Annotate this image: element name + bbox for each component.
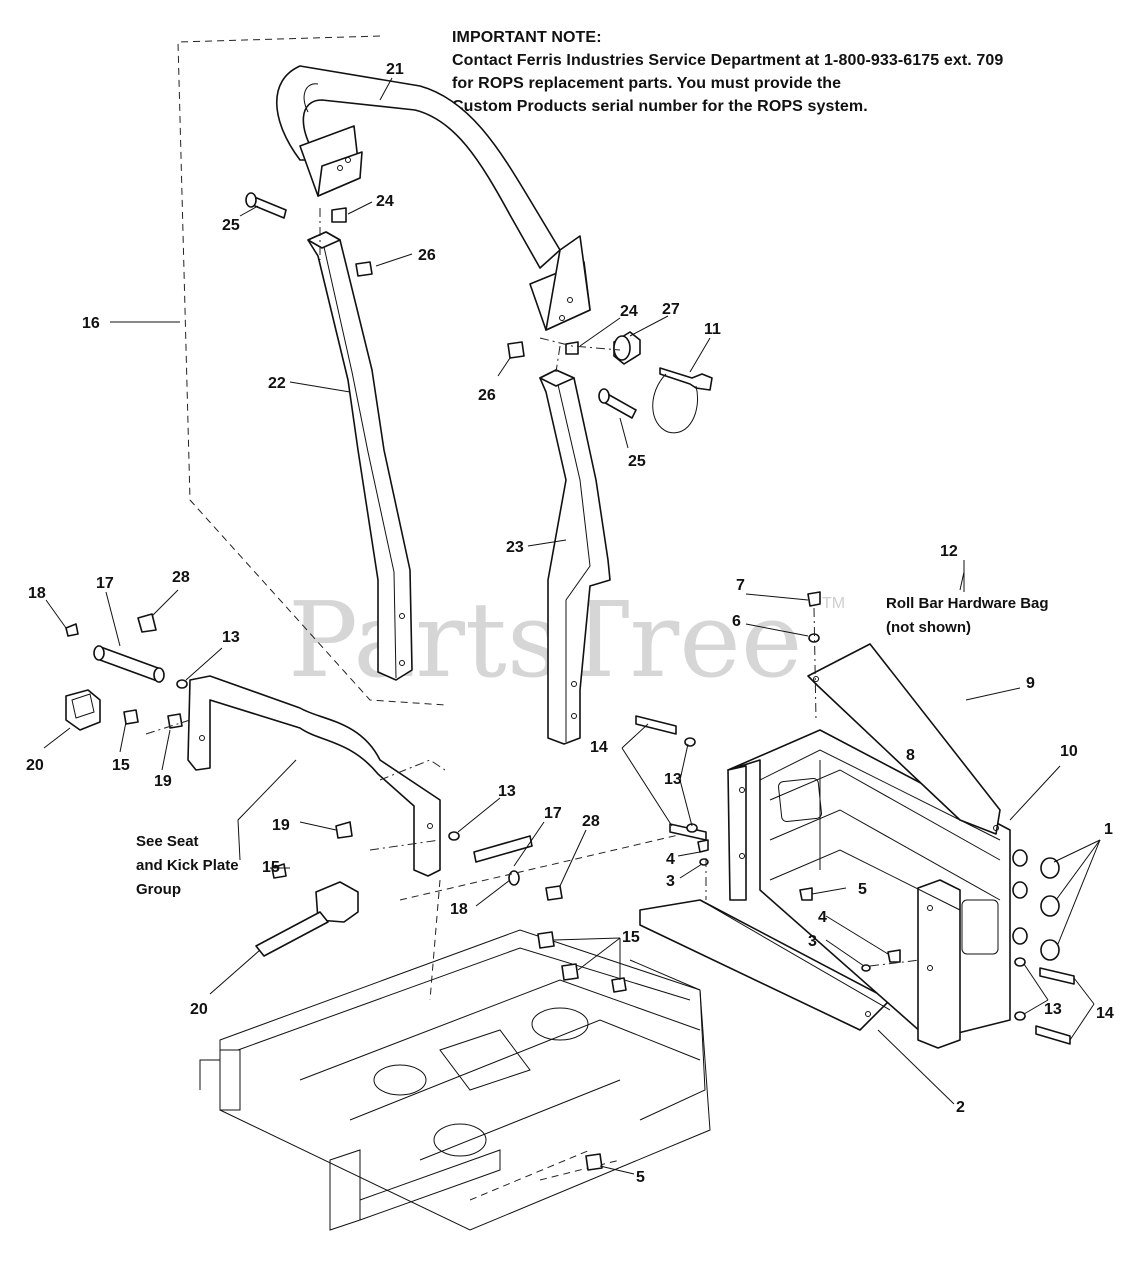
frame-nuts <box>537 931 627 1171</box>
callout-numbers: 21 24 25 26 16 22 24 27 11 26 25 23 18 1… <box>26 61 1114 1186</box>
callout-18: 18 <box>450 901 468 918</box>
hardware-bag-line-1: Roll Bar Hardware Bag <box>886 595 1049 612</box>
callout-28: 28 <box>172 569 190 586</box>
callout-13: 13 <box>664 771 682 788</box>
callout-26: 26 <box>418 247 436 264</box>
callout-5: 5 <box>858 881 867 898</box>
callout-11: 11 <box>704 321 721 338</box>
seat-group-line-1: See Seat <box>136 833 199 850</box>
callout-8: 8 <box>906 747 915 764</box>
note-line-1: Contact Ferris Industries Service Depart… <box>452 52 1004 69</box>
mounting-rail <box>639 899 891 1031</box>
callout-20: 20 <box>190 1001 208 1018</box>
note-line-2: for ROPS replacement parts. You must pro… <box>452 75 842 92</box>
callout-13: 13 <box>1044 1001 1062 1018</box>
callout-19: 19 <box>272 817 290 834</box>
callout-1: 1 <box>1104 821 1113 838</box>
callout-26: 26 <box>478 387 496 404</box>
callout-16: 16 <box>82 315 100 332</box>
right-upright-bar <box>539 369 611 745</box>
callout-3: 3 <box>808 933 817 950</box>
callout-19: 19 <box>154 773 172 790</box>
roll-bar-hoop <box>275 65 591 331</box>
note-heading: IMPORTANT NOTE: <box>452 29 602 46</box>
callout-15: 15 <box>622 929 640 946</box>
rops-mount-box <box>727 729 1028 1049</box>
callout-24: 24 <box>620 303 638 320</box>
top-cover-plate <box>807 643 1001 835</box>
callout-20: 20 <box>26 757 44 774</box>
callout-13: 13 <box>498 783 516 800</box>
hardware-bag-number: 12 <box>940 543 958 560</box>
callout-4: 4 <box>818 909 827 926</box>
callout-2: 2 <box>956 1099 965 1116</box>
note-line-3: Custom Products serial number for the RO… <box>452 98 868 115</box>
mower-frame <box>199 829 711 1231</box>
rops-group-boundary <box>177 35 446 706</box>
callout-4: 4 <box>666 851 675 868</box>
callout-6: 6 <box>732 613 741 630</box>
hardware-bag-line-2: (not shown) <box>886 619 971 636</box>
callout-25: 25 <box>222 217 240 234</box>
callout-9: 9 <box>1026 675 1035 692</box>
callout-15: 15 <box>262 859 280 876</box>
callout-7: 7 <box>736 577 745 594</box>
callout-22: 22 <box>268 375 286 392</box>
callout-3: 3 <box>666 873 675 890</box>
seat-group-line-3: Group <box>136 881 181 898</box>
seat-bracket <box>187 675 563 957</box>
watermark: PartsTree <box>288 579 802 701</box>
callout-27: 27 <box>662 301 680 318</box>
callout-10: 10 <box>1060 743 1078 760</box>
right-hardware <box>635 591 1075 1045</box>
callout-17: 17 <box>96 575 114 592</box>
important-note: IMPORTANT NOTE: Contact Ferris Industrie… <box>452 26 1003 118</box>
callout-24: 24 <box>376 193 394 210</box>
callout-25: 25 <box>628 453 646 470</box>
callout-14: 14 <box>1096 1005 1114 1022</box>
seat-group-line-2: and Kick Plate <box>136 857 239 874</box>
callout-5: 5 <box>636 1169 645 1186</box>
callout-23: 23 <box>506 539 524 556</box>
diagram-labels: 12 Roll Bar Hardware Bag (not shown) See… <box>136 543 1049 898</box>
hardware-top <box>245 192 713 434</box>
callout-13: 13 <box>222 629 240 646</box>
leader-lines <box>43 77 1101 1175</box>
callout-14: 14 <box>590 739 608 756</box>
left-hardware-cluster <box>65 613 191 735</box>
callout-21: 21 <box>386 61 404 78</box>
callout-17: 17 <box>544 805 562 822</box>
callout-28: 28 <box>582 813 600 830</box>
callout-18: 18 <box>28 585 46 602</box>
callout-15: 15 <box>112 757 130 774</box>
watermark-tm: TM <box>822 595 845 612</box>
